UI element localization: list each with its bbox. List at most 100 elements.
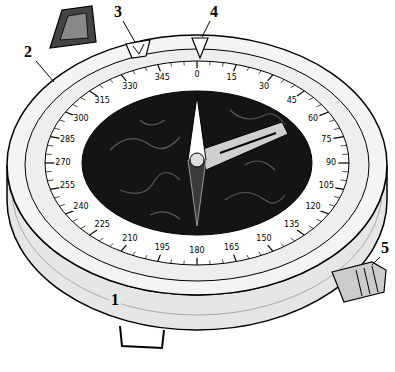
dial-tick bbox=[234, 64, 237, 71]
dial-tick bbox=[334, 196, 340, 197]
sight-notch bbox=[126, 40, 150, 58]
dial-tick bbox=[319, 112, 328, 116]
dial-tick bbox=[145, 255, 147, 259]
dial-tick bbox=[121, 245, 126, 251]
leader-lines bbox=[36, 21, 380, 265]
scale-number: 225 bbox=[94, 221, 111, 229]
scale-number: 165 bbox=[223, 244, 240, 252]
scale-number: 240 bbox=[72, 203, 89, 211]
slotted-arm bbox=[200, 122, 288, 170]
dial-tick bbox=[297, 91, 305, 96]
callout-number: 5 bbox=[379, 240, 391, 256]
dial-tick bbox=[46, 171, 52, 172]
dial-tick bbox=[72, 104, 77, 106]
callout-number: 4 bbox=[208, 4, 220, 20]
scale-number: 0 bbox=[193, 71, 200, 79]
dial-tick bbox=[209, 61, 211, 65]
dial-tick bbox=[90, 91, 98, 96]
dial-tick bbox=[247, 255, 249, 259]
dial-tick bbox=[341, 180, 347, 182]
dial-tick bbox=[72, 219, 77, 221]
scale-number: 330 bbox=[121, 83, 138, 91]
dial-tick bbox=[329, 204, 335, 206]
scale-number: 105 bbox=[318, 182, 335, 190]
needle-south bbox=[188, 160, 206, 226]
dial-tick bbox=[222, 63, 223, 67]
callout-number: 3 bbox=[112, 4, 124, 20]
rim bbox=[7, 35, 387, 295]
dial-ticks bbox=[45, 61, 349, 265]
scale-number: 270 bbox=[54, 159, 71, 167]
dial-tick bbox=[342, 154, 348, 155]
scale-number: 300 bbox=[72, 115, 89, 123]
dial-tick bbox=[171, 259, 172, 263]
dial-tick bbox=[110, 243, 113, 246]
dial-tick bbox=[54, 196, 60, 197]
folding-sight bbox=[50, 6, 96, 48]
dial-tick bbox=[47, 180, 53, 182]
dial-tick bbox=[158, 255, 161, 262]
dial-tick bbox=[196, 61, 197, 68]
dial-tick bbox=[334, 188, 344, 190]
scale-number: 150 bbox=[255, 235, 272, 243]
scale-number: 45 bbox=[286, 97, 298, 105]
callout-number: 1 bbox=[109, 292, 121, 308]
dial-tick bbox=[90, 230, 98, 235]
scale-number: 120 bbox=[304, 203, 321, 211]
pivot bbox=[190, 153, 204, 167]
scale-number: 315 bbox=[94, 97, 111, 105]
dial-tick bbox=[145, 67, 147, 71]
dial-tick bbox=[334, 128, 340, 129]
dial-tick bbox=[133, 71, 136, 75]
scale-number: 255 bbox=[59, 182, 76, 190]
sight-slot bbox=[60, 13, 88, 40]
dial-tick bbox=[342, 171, 348, 172]
dial-tick bbox=[341, 145, 347, 147]
scale-number: 135 bbox=[283, 221, 300, 229]
dial-tick bbox=[99, 85, 103, 88]
needle-north bbox=[188, 96, 206, 160]
dial-tick bbox=[268, 75, 273, 81]
dial-tick bbox=[234, 255, 237, 262]
dial-tick bbox=[59, 120, 65, 122]
dial-tick bbox=[209, 261, 211, 265]
dial-tick bbox=[259, 252, 262, 256]
notch-v bbox=[133, 44, 144, 54]
dial-tick bbox=[291, 238, 295, 241]
scale-number: 195 bbox=[154, 244, 171, 252]
dial-tick bbox=[334, 137, 344, 139]
dial-tick bbox=[81, 226, 86, 229]
dial-tick bbox=[158, 64, 161, 71]
dial-tick bbox=[183, 61, 185, 65]
scale-number: 90 bbox=[325, 159, 337, 167]
dial-tick bbox=[99, 238, 103, 241]
scale-number: 180 bbox=[188, 247, 205, 255]
dial-tick bbox=[47, 145, 53, 147]
scale-number: 15 bbox=[226, 74, 238, 82]
dial-tick bbox=[317, 104, 322, 106]
dial-tick bbox=[329, 120, 335, 122]
dial-tick bbox=[110, 79, 113, 82]
scale-number: 75 bbox=[320, 136, 332, 144]
scale-number: 285 bbox=[59, 136, 76, 144]
brake-lever bbox=[332, 262, 386, 302]
dial-tick bbox=[281, 79, 284, 82]
dial-tick bbox=[291, 85, 295, 88]
dial-tick bbox=[317, 219, 322, 221]
dial-tick bbox=[281, 243, 284, 246]
carry-loop bbox=[120, 326, 164, 348]
dial-tick bbox=[121, 75, 126, 81]
pointer bbox=[192, 38, 208, 58]
compass-face bbox=[82, 91, 312, 235]
dial-tick bbox=[268, 245, 273, 251]
dial-tick bbox=[247, 67, 249, 71]
scale-number: 210 bbox=[121, 235, 138, 243]
dial-tick bbox=[59, 204, 65, 206]
dial-tick bbox=[46, 154, 52, 155]
dial-tick bbox=[133, 252, 136, 256]
dial-tick bbox=[297, 230, 305, 235]
dial-tick bbox=[338, 162, 349, 163]
dial-tick bbox=[171, 63, 172, 67]
scale-number: 30 bbox=[258, 83, 270, 91]
callout-number: 2 bbox=[22, 44, 34, 60]
